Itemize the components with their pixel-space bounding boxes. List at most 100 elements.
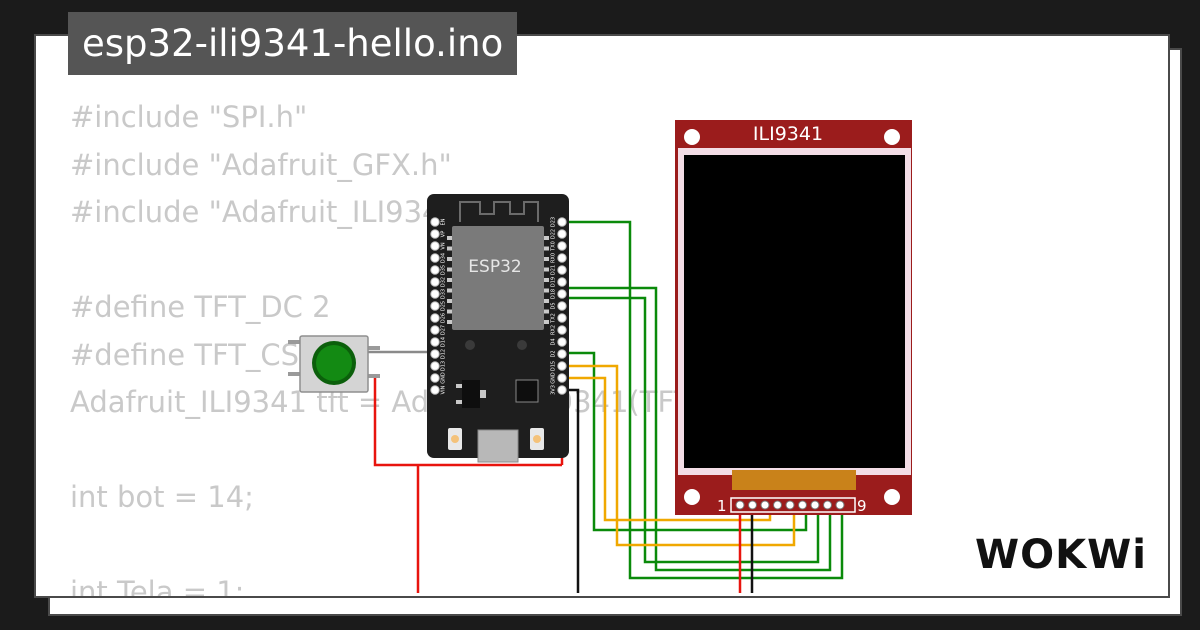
esp32-pin-right (557, 361, 567, 371)
esp32-pin-label: GND (441, 372, 447, 384)
esp32-pin-left (430, 253, 440, 263)
esp32-pin-label: VN (441, 242, 447, 249)
push-button[interactable] (288, 335, 380, 393)
display-pin (798, 500, 807, 510)
castellation (544, 278, 549, 282)
esp32-pin-right (557, 241, 567, 251)
castellation (447, 246, 452, 251)
wokwi-logo: WOKWi (975, 532, 1147, 578)
wire-cs (562, 376, 772, 522)
esp32-pin-right (557, 229, 567, 239)
esp32-pin-left (430, 385, 440, 395)
pin-label-first: 1 (717, 497, 727, 515)
esp32-pin-label: D2 (551, 350, 557, 357)
wire-group-black (567, 388, 754, 593)
esp32-pin-label: D32 (441, 277, 447, 287)
code-line: int bot = 14; (70, 480, 254, 514)
display-label: ILI9341 (753, 123, 823, 145)
esp32-pin-right (557, 265, 567, 275)
display-pin (785, 500, 795, 510)
wire-sck (562, 286, 832, 572)
wire-mosi (562, 220, 844, 580)
esp32-pin-label: TX0 (551, 241, 557, 252)
esp32-pin-left (430, 241, 440, 251)
castellation (544, 246, 549, 251)
castellation (447, 267, 452, 272)
esp32-pin-label: D14 (441, 337, 447, 347)
castellation (544, 267, 549, 272)
wire-gnd (567, 388, 580, 593)
esp32-pin-label: 3V3 (551, 385, 557, 395)
display-pin (735, 500, 745, 510)
ili9341-display[interactable]: ILI9341 1 9 (675, 120, 912, 515)
display-screen (684, 155, 905, 468)
esp32-board[interactable]: ESP32 ENVPVND34D35D32D33D25D26D27D14D12D… (427, 194, 569, 463)
wire-dc (562, 364, 796, 547)
esp32-pin-right (557, 217, 567, 227)
wokwi-brand-text: WOKWi (975, 532, 1147, 578)
esp32-pin-label: D21 (551, 265, 557, 275)
esp32-pin-label: D23 (551, 217, 557, 227)
esp32-pin-label: EN (441, 218, 447, 225)
esp32-pin-label: D12 (441, 349, 447, 359)
castellation (447, 299, 452, 303)
pin-label-last: 9 (857, 497, 867, 515)
esp32-module (452, 226, 544, 330)
castellation (447, 236, 452, 240)
file-title-tab: esp32-ili9341-hello.ino (68, 12, 518, 75)
code-line: #include "SPI.h" (70, 100, 308, 134)
esp32-pin-right (557, 337, 567, 347)
voltage-regulator (462, 380, 480, 408)
esp32-pin-label: D34 (441, 253, 447, 263)
esp32-pin-label: D33 (441, 289, 447, 299)
esp32-pin-right (557, 385, 567, 395)
esp32-pin-right (557, 325, 567, 335)
esp32-pin-left (430, 289, 440, 299)
esp32-pin-label: D25 (441, 301, 447, 311)
wire-button-power (373, 378, 562, 467)
code-line: #define TFT_DC 2 (70, 290, 331, 324)
esp32-pin-label: D19 (551, 277, 557, 287)
display-pin (748, 500, 757, 510)
esp32-pin-left (430, 337, 440, 347)
esp32-pin-label: RX2 (551, 325, 557, 335)
esp32-pin-left (430, 301, 440, 311)
esp32-pin-label: D27 (441, 325, 447, 335)
esp32-pin-right (557, 253, 567, 263)
esp32-pin-right (557, 301, 567, 311)
castellation (544, 299, 549, 303)
esp32-pin-left (430, 265, 440, 275)
esp32-pin-label: D13 (441, 361, 447, 371)
mount-hole-tr (884, 129, 900, 145)
castellation (544, 320, 549, 324)
esp32-pin-left (430, 361, 440, 371)
esp32-pin-right (557, 313, 567, 323)
usb-chip (515, 379, 539, 403)
castellation (544, 288, 549, 293)
display-pin (835, 500, 845, 510)
code-line: #include "Adafruit_GFX.h" (70, 147, 452, 182)
esp32-pin-label: VIN (441, 385, 447, 394)
esp32-pin-label: VP (441, 231, 447, 237)
castellation (447, 320, 452, 324)
esp32-pin-label: D26 (441, 313, 447, 323)
esp32-pin-label: D4 (551, 338, 557, 345)
module-castellations (447, 236, 549, 324)
esp32-pin-label: D15 (551, 361, 557, 371)
mount-hole-bl (684, 489, 700, 505)
wire-miso (562, 296, 820, 564)
display-pin (760, 500, 770, 510)
display-pin (823, 500, 832, 510)
esp32-label: ESP32 (468, 257, 521, 277)
castellation (447, 288, 452, 293)
wire-rst (562, 351, 808, 532)
esp32-pin-left (430, 277, 440, 287)
esp32-right-pins: D23D22TX0RX0D21D19D18D5TX2RX2D4D2D15GND3… (551, 217, 567, 395)
display-pin (773, 500, 782, 510)
castellation (544, 236, 549, 240)
castellation (544, 309, 549, 314)
code-preview: #include "SPI.h" #include "Adafruit_GFX.h… (70, 94, 893, 596)
esp32-pin-label: D22 (551, 229, 557, 239)
esp32-pin-label: TX2 (551, 313, 557, 324)
